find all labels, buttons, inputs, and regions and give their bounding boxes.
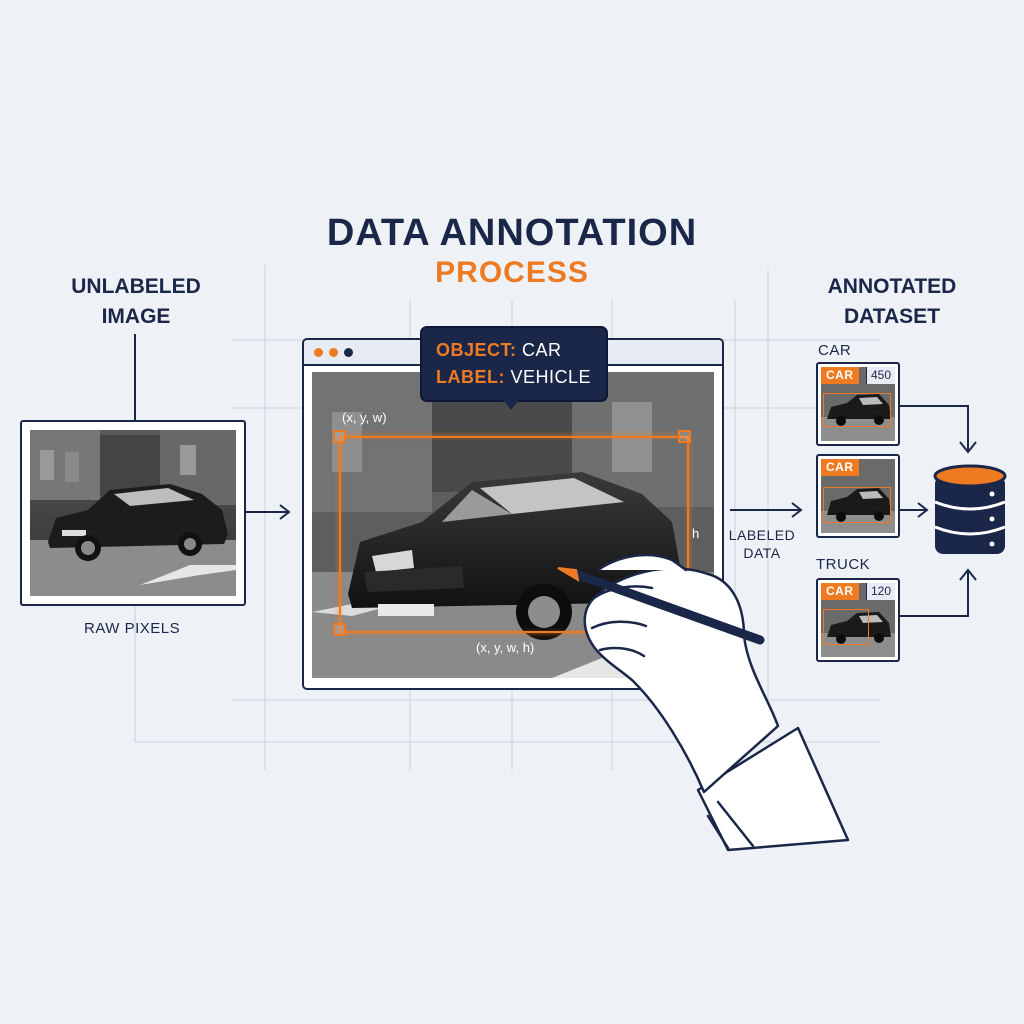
diagram-subtitle: PROCESS: [435, 256, 589, 289]
annotated-dataset-heading: ANNOTATED DATASET: [800, 272, 984, 332]
dataset-sample-3[interactable]: CAR 120: [816, 578, 900, 662]
labeled-data-line2: DATA: [743, 545, 781, 561]
arrow-to-dataset: [730, 502, 803, 518]
coord-label-top: (x, y, w): [342, 410, 387, 425]
dataset-connectors: [898, 405, 977, 617]
sample-1-bbox: [823, 393, 891, 427]
raw-pixels-caption: RAW PIXELS: [84, 620, 181, 637]
sample-1-count: 450: [865, 367, 895, 384]
bbox-handle-top-left[interactable]: [333, 430, 346, 443]
sample-1-photo: [821, 367, 895, 441]
sample-3-count: 120: [865, 583, 895, 600]
label-callout: OBJECT: CAR LABEL: VEHICLE: [420, 326, 608, 402]
window-minimize-dot[interactable]: [329, 348, 338, 357]
bounding-box[interactable]: [339, 436, 689, 633]
sample-1-class-label: CAR: [818, 342, 852, 359]
callout-object-value: CAR: [522, 340, 562, 360]
callout-label-key: LABEL:: [436, 367, 505, 387]
sample-1-tag: CAR: [821, 367, 859, 384]
diagram-title: DATA ANNOTATION: [326, 212, 698, 254]
callout-label-row: LABEL: VEHICLE: [436, 367, 591, 388]
callout-label-value: VEHICLE: [510, 367, 592, 387]
dataset-heading-line2: DATASET: [843, 305, 941, 328]
dataset-sample-1[interactable]: CAR 450: [816, 362, 900, 446]
hand-stylus-icon: [557, 553, 850, 852]
sample-2-tag: CAR: [821, 459, 859, 476]
window-close-dot[interactable]: [314, 348, 323, 357]
window-maximize-dot[interactable]: [344, 348, 353, 357]
unlabeled-image-heading: UNLABELED IMAGE: [36, 272, 236, 332]
labeled-data-line1: LABELED: [728, 527, 796, 543]
callout-object-key: OBJECT:: [436, 340, 517, 360]
callout-object-row: OBJECT: CAR: [436, 340, 562, 361]
sample-3-tag: CAR: [821, 583, 859, 600]
arrow-to-annotation-tool: [244, 504, 291, 520]
database-icon: [933, 464, 1007, 554]
raw-car-photo: [30, 430, 236, 596]
unlabeled-heading-line2: IMAGE: [101, 305, 171, 328]
coord-label-bottom: (x, y, w, h): [476, 640, 535, 655]
callout-pointer: [500, 396, 522, 410]
unlabeled-heading-line1: UNLABELED: [71, 275, 201, 298]
bbox-handle-bottom-left[interactable]: [333, 623, 346, 636]
unlabeled-image-frame: [20, 420, 246, 606]
dataset-heading-line1: ANNOTATED: [827, 275, 957, 298]
dataset-sample-2[interactable]: CAR: [816, 454, 900, 538]
bbox-handle-top-right[interactable]: [678, 430, 691, 443]
labeled-data-label: LABELED DATA: [720, 526, 804, 562]
sample-3-class-label: TRUCK: [816, 556, 871, 573]
sample-2-bbox: [823, 487, 891, 523]
coord-label-height: h: [692, 526, 700, 541]
sample-3-bbox: [823, 609, 869, 645]
heading-connector: [134, 334, 136, 420]
